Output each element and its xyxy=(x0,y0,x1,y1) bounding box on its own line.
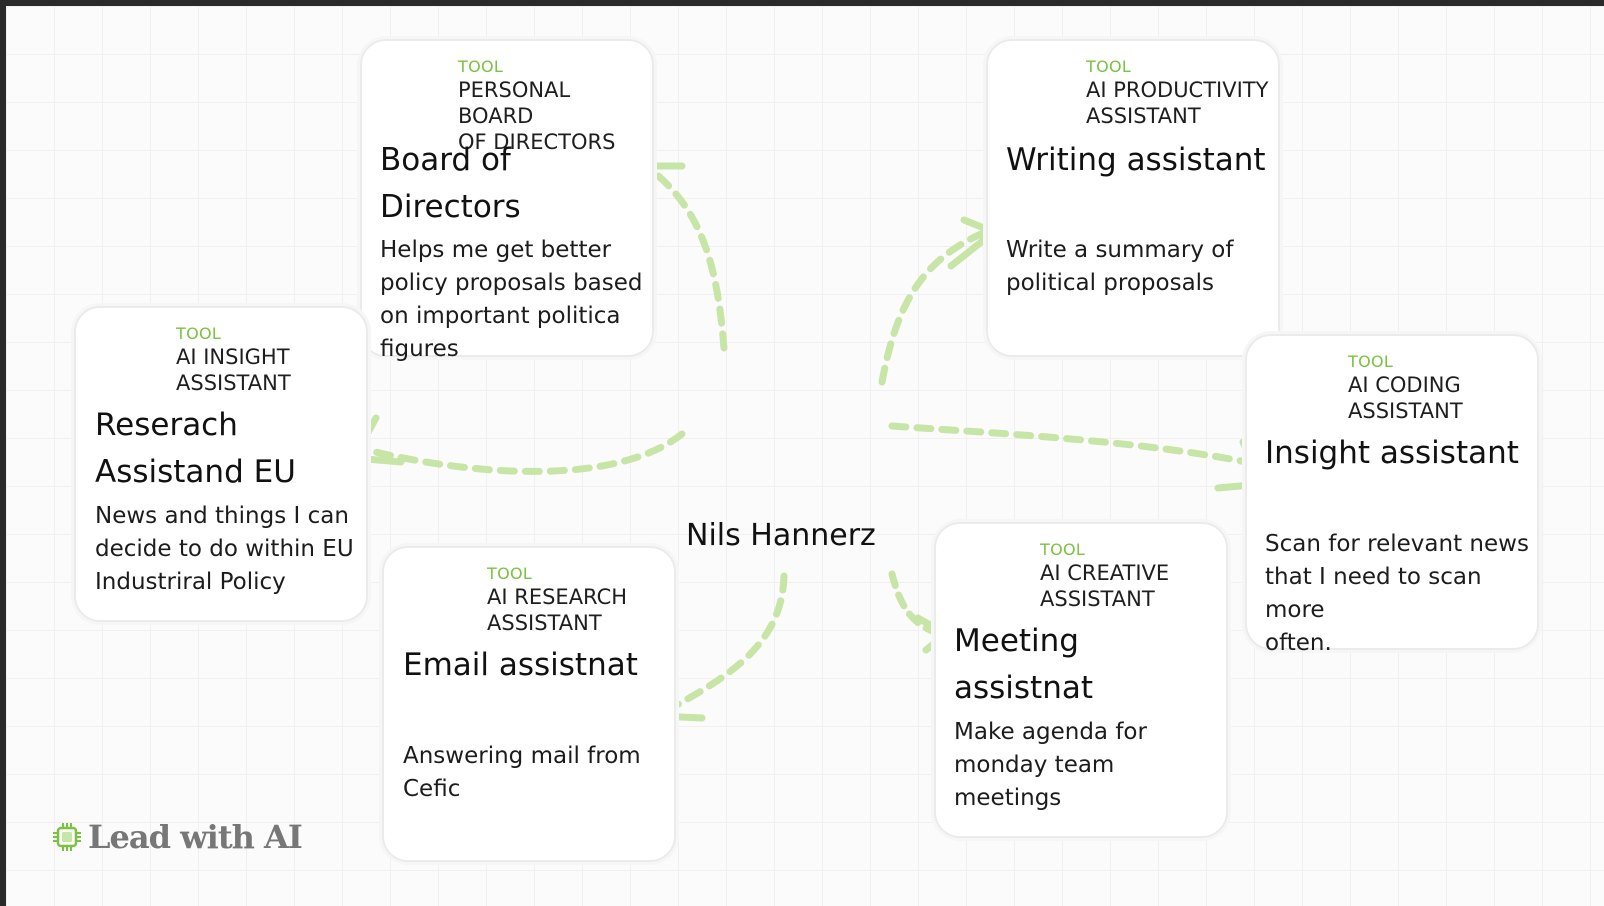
arrow-to-email xyxy=(662,572,788,715)
tool-tag: TOOL xyxy=(1086,57,1132,76)
card-title: Email assistnat xyxy=(403,647,638,683)
tool-type: AI PRODUCTIVITY ASSISTANT xyxy=(1086,78,1269,128)
tool-type: AI RESEARCH ASSISTANT xyxy=(487,585,628,635)
card-description: Write a summary of political proposals xyxy=(1006,237,1234,296)
card-title: Insight assistant xyxy=(1265,435,1519,471)
card-writing-assistant[interactable]: TOOL AI PRODUCTIVITY ASSISTANT Writing a… xyxy=(986,39,1280,357)
tool-type: AI INSIGHT ASSISTANT xyxy=(176,345,291,395)
card-email-assistant[interactable]: TOOL AI RESEARCH ASSISTANT Email assistn… xyxy=(382,546,676,862)
diagram-canvas: TOOL PERSONAL BOARD OF DIRECTORS Board o… xyxy=(6,6,1604,906)
tool-tag: TOOL xyxy=(1348,352,1394,371)
card-insight-assistant[interactable]: TOOL AI CODING ASSISTANT Insight assista… xyxy=(1245,334,1539,656)
card-title: Writing assistant xyxy=(1006,142,1266,178)
arrow-to-board xyxy=(652,170,728,352)
tool-tag: TOOL xyxy=(487,564,533,583)
arrow-to-writing xyxy=(878,230,985,386)
card-title: Reserach Assistand EU xyxy=(95,407,296,490)
tool-tag: TOOL xyxy=(1040,540,1086,559)
chip-icon xyxy=(53,823,81,851)
tool-type: AI CREATIVE ASSISTANT xyxy=(1040,561,1170,611)
logo-text: Lead with AI xyxy=(88,818,303,856)
card-title: Meeting assistnat xyxy=(954,623,1094,706)
tool-tag: TOOL xyxy=(458,57,504,76)
arrow-to-meeting xyxy=(888,570,945,638)
card-description: News and things I can decide to do withi… xyxy=(95,503,354,595)
card-description: Helps me get better policy proposals bas… xyxy=(380,237,643,362)
card-meeting-assistant[interactable]: TOOL AI CREATIVE ASSISTANT Meeting assis… xyxy=(934,522,1228,838)
tool-type: PERSONAL BOARD OF DIRECTORS xyxy=(458,78,616,154)
card-title: Board of Directors xyxy=(380,142,521,225)
card-description: Make agenda for monday team meetings xyxy=(954,719,1147,811)
brand-logo: Lead with AI xyxy=(52,818,303,856)
tool-type: AI CODING ASSISTANT xyxy=(1348,373,1463,423)
arrow-to-research xyxy=(367,430,686,475)
card-research-assistant-eu[interactable]: TOOL AI INSIGHT ASSISTANT Reserach Assis… xyxy=(74,306,368,622)
card-board-of-directors[interactable]: TOOL PERSONAL BOARD OF DIRECTORS Board o… xyxy=(360,39,654,362)
card-description: Scan for relevant news that I need to sc… xyxy=(1265,531,1529,656)
tool-tag: TOOL xyxy=(176,324,222,343)
arrow-to-insight xyxy=(888,422,1260,468)
center-person-name: Nils Hannerz xyxy=(686,518,876,553)
card-description: Answering mail from Cefic xyxy=(403,743,641,802)
